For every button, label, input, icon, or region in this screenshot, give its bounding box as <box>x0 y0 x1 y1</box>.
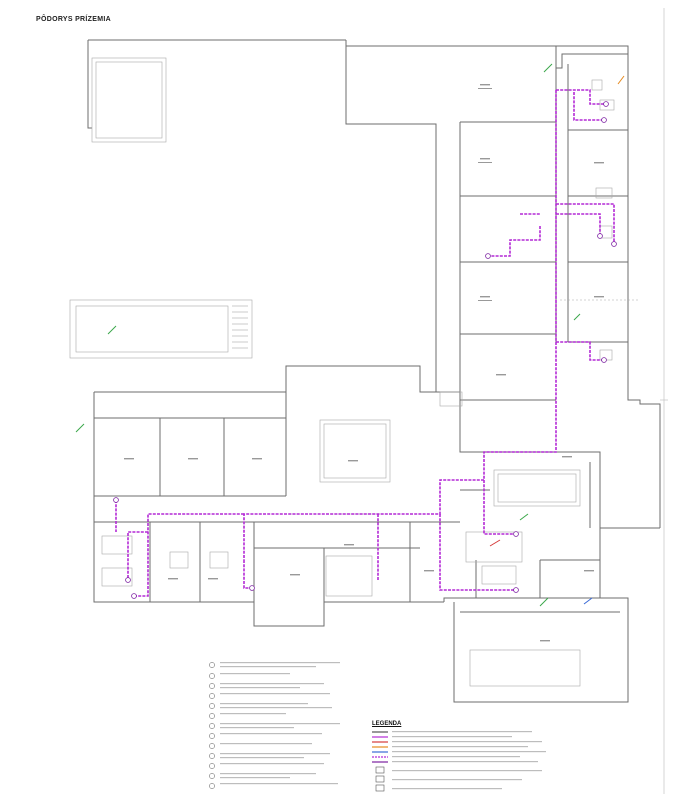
notes-text-lines <box>220 662 340 785</box>
equipment-markers <box>75 63 625 607</box>
sheet-frame <box>660 8 668 794</box>
drawing-title: PÔDORYS PRÍZEMIA <box>36 16 111 23</box>
notes-block <box>209 662 215 789</box>
room-label-marks <box>124 84 604 642</box>
heating-pipe-network <box>115 89 615 597</box>
valve-symbols <box>113 101 617 599</box>
building-details <box>69 57 640 687</box>
legend-symbol-icon <box>375 766 385 792</box>
building-walls <box>87 39 661 703</box>
legend-text-lines <box>392 731 546 790</box>
legend-title: LEGENDA <box>372 721 402 727</box>
legend-line-samples <box>372 731 388 763</box>
